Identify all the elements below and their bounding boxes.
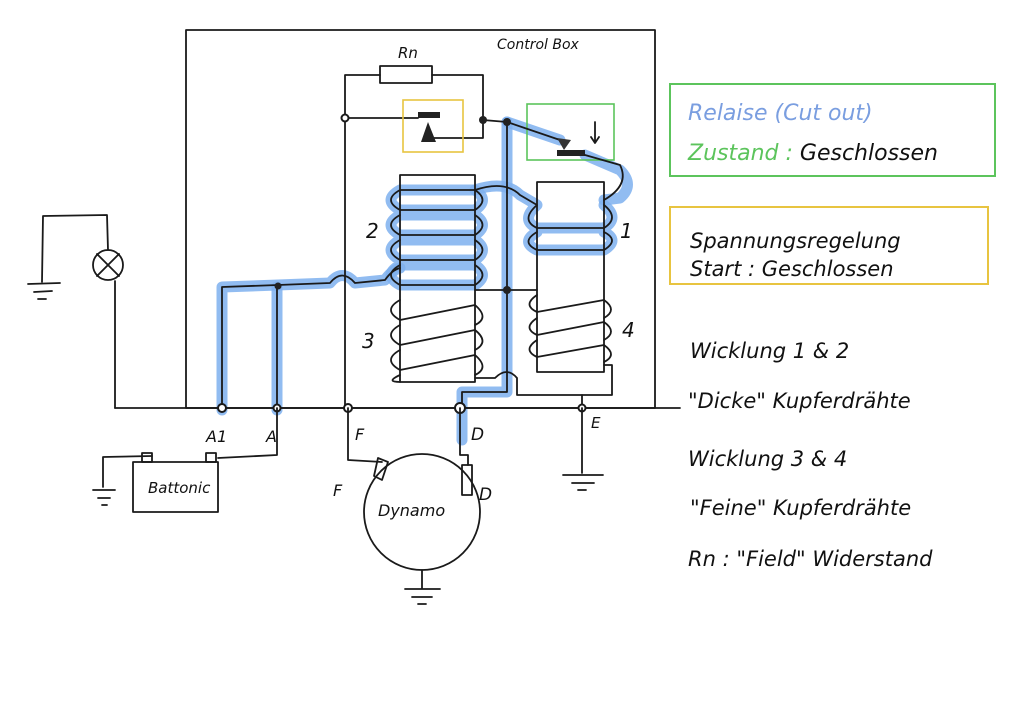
dynamo-f-label: F (333, 481, 343, 500)
relay-contact-bar (557, 150, 585, 156)
coil-4-label: 4 (622, 318, 635, 342)
control-box-label: Control Box (497, 37, 580, 53)
highlighted-current-path (216, 116, 633, 446)
ground-icon (27, 282, 61, 300)
battery (132, 461, 219, 513)
arrow-down-icon (590, 121, 600, 144)
terminal-f-label: F (355, 425, 365, 444)
relay-note-state: Zustand : Geschlossen (687, 141, 938, 166)
relay-contact-box (526, 103, 615, 161)
regulator-contact-box (402, 99, 464, 153)
dynamo-d-label: D (479, 485, 492, 505)
regulator-note-box (669, 206, 989, 285)
regulator-state-label: Start (690, 257, 742, 281)
legend-line: "Feine" Kupferdrähte (690, 496, 911, 520)
resistor-rn (379, 65, 433, 84)
relay-state-label: Zustand (687, 141, 780, 166)
relay-state-value: Geschlossen (800, 141, 938, 166)
regulator-contact-point (421, 122, 436, 142)
regulator-contact-bar (418, 112, 440, 118)
legend-line: Wicklung 3 & 4 (688, 447, 847, 471)
coil-2-label: 2 (366, 219, 379, 243)
coil-1-label: 1 (620, 219, 633, 243)
regulator-core (399, 174, 476, 383)
legend-line: "Dicke" Kupferdrähte (688, 389, 911, 413)
regulator-note-title: Spannungsregelung (690, 229, 901, 253)
terminal-a1-label: A1 (205, 427, 227, 446)
lamp-icon (92, 249, 124, 281)
lamp-circuit (27, 214, 124, 409)
legend-line: Rn : "Field" Widerstand (688, 547, 933, 571)
terminal-d-label: D (471, 425, 484, 445)
relay-note-title: Relaise (Cut out) (688, 101, 873, 126)
regulator-state-value: Geschlossen (762, 257, 894, 281)
coil-3-label: 3 (362, 329, 375, 353)
ground-icon (92, 489, 116, 506)
relay-core (536, 181, 605, 373)
ground-icon (562, 407, 604, 491)
terminal-a-label: A (265, 427, 277, 446)
legend-line: Wicklung 1 & 2 (690, 339, 849, 363)
dynamo-label: Dynamo (378, 501, 445, 520)
regulator-note-state: Start : Geschlossen (690, 257, 894, 281)
resistor-label: Rn (398, 44, 418, 62)
relay-note-box (669, 83, 996, 177)
battery-label: Battonic (148, 479, 211, 497)
ground-icon (404, 569, 441, 605)
terminal-e-label: E (591, 414, 601, 432)
